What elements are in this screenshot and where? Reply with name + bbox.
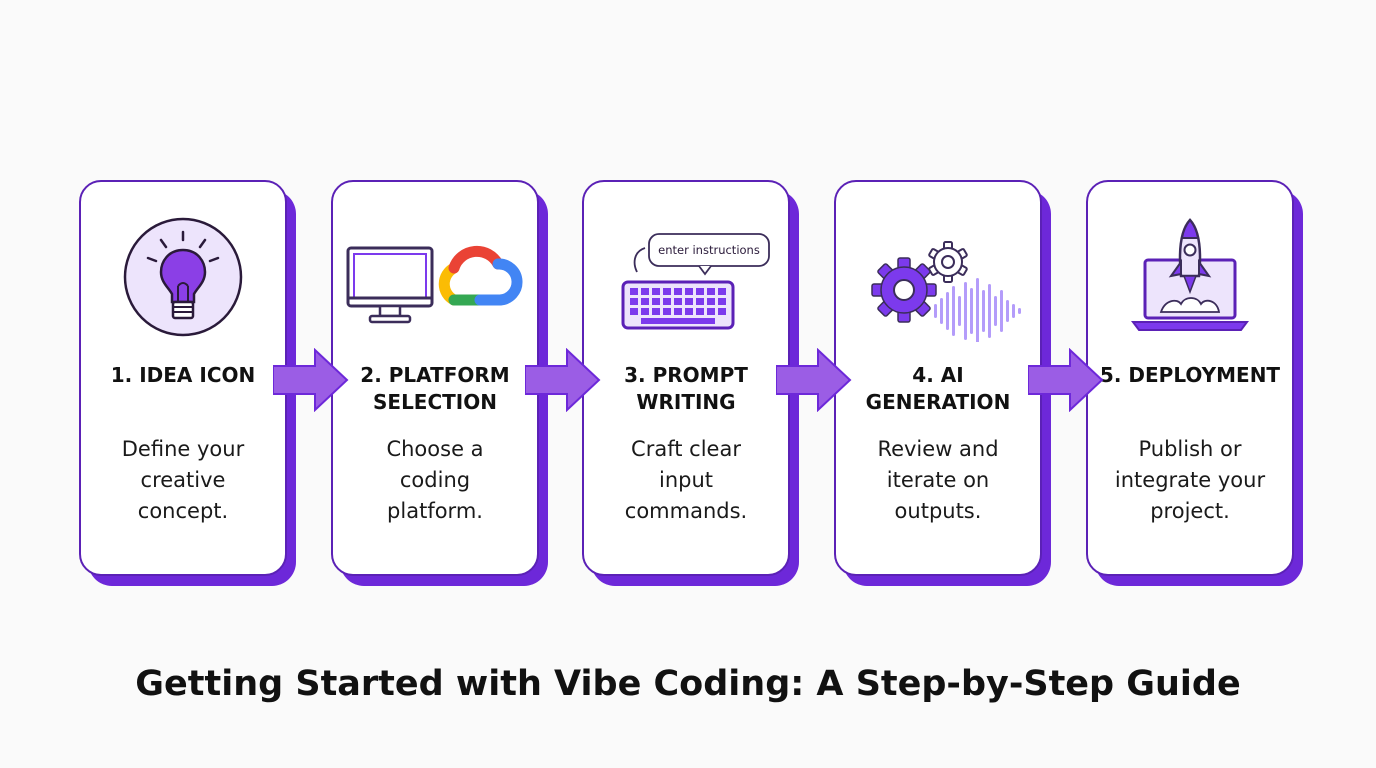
large-gear-icon [871, 257, 937, 323]
step-description: Define your creative concept. [121, 437, 245, 523]
step-title: 4. AI GENERATION [865, 363, 1011, 414]
arrow-icon [525, 348, 601, 412]
lightbulb-icon [81, 212, 285, 352]
card-body: 2. PLATFORM SELECTION Choose a coding pl… [331, 180, 539, 576]
arrow-icon [776, 348, 852, 412]
card-body: enter instructions 3. PROMPT WRITING Cra… [582, 180, 790, 576]
cloud-icon [438, 245, 523, 306]
step-description: Publish or integrate your project. [1114, 437, 1266, 523]
card-body: 5. DEPLOYMENT Publish or integrate your … [1086, 180, 1294, 576]
monitor-and-cloud-icon [333, 212, 537, 352]
speech-bubble: enter instructions [648, 233, 770, 276]
rocket-icon [1168, 218, 1212, 295]
keyboard [621, 280, 735, 330]
arrow-icon [273, 348, 349, 412]
small-gear-icon [928, 241, 968, 283]
card-body: 1. IDEA ICON Define your creative concep… [79, 180, 287, 576]
rocket-laptop-icon [1088, 212, 1292, 352]
card-body: 4. AI GENERATION Review and iterate on o… [834, 180, 1042, 576]
step-title: 3. PROMPT WRITING [624, 363, 748, 414]
speech-bubble-text: enter instructions [658, 243, 760, 257]
page-title: Getting Started with Vibe Coding: A Step… [135, 664, 1241, 704]
step-title: 5. DEPLOYMENT [1099, 363, 1281, 387]
step-title: 1. IDEA ICON [110, 363, 256, 387]
arrow-icon [1028, 348, 1104, 412]
step-title: 2. PLATFORM SELECTION [360, 363, 510, 414]
step-card-4: 4. AI GENERATION Review and iterate on o… [834, 180, 1051, 586]
waveform-icon [934, 278, 1021, 342]
monitor-icon [346, 246, 434, 324]
step-description: Craft clear input commands. [624, 437, 748, 523]
step-card-2: 2. PLATFORM SELECTION Choose a coding pl… [331, 180, 548, 586]
step-card-5: 5. DEPLOYMENT Publish or integrate your … [1086, 180, 1303, 586]
step-card-1: 1. IDEA ICON Define your creative concep… [79, 180, 296, 586]
step-card-3: enter instructions 3. PROMPT WRITING Cra… [582, 180, 799, 586]
gears-waveform-icon [836, 212, 1040, 352]
step-description: Review and iterate on outputs. [877, 437, 999, 523]
keyboard-icon: enter instructions [584, 212, 788, 352]
step-description: Choose a coding platform. [386, 437, 484, 523]
